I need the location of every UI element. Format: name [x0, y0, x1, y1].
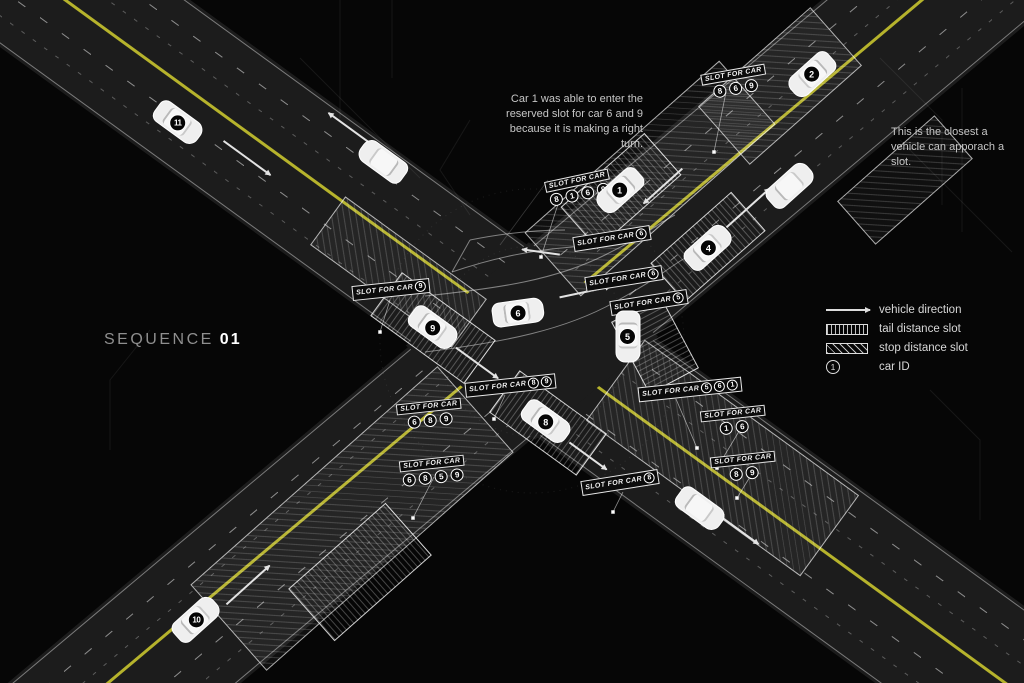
- car-id-chip: 9: [439, 411, 454, 426]
- car-id-chip: 9: [745, 465, 760, 480]
- car-id-chip: 9: [743, 78, 760, 94]
- tail-hatch-icon: [826, 323, 868, 335]
- legend-row-stop-distance: stop distance slot: [826, 341, 968, 355]
- car-id-chip: 8: [423, 413, 438, 428]
- car-id-chip: 9: [414, 280, 427, 293]
- car-5: 5: [615, 310, 641, 362]
- car-id-chip: 6: [735, 419, 750, 434]
- legend-label: car ID: [879, 361, 910, 373]
- car-id-chip: 1: [719, 421, 734, 436]
- car-id-chip: 8: [643, 471, 656, 485]
- slot-label-text: SLOT FOR CAR: [468, 380, 527, 394]
- direction-arrow-icon: [826, 306, 871, 314]
- car-id-chip: 8: [548, 191, 565, 208]
- car-id-chip: 5: [700, 381, 713, 394]
- sequence-number: 01: [219, 331, 242, 348]
- stop-hatch-icon: [826, 342, 868, 354]
- legend-label: tail distance slot: [879, 323, 961, 335]
- car-id-chip: 6: [728, 80, 744, 96]
- car-id-chip: 6: [402, 472, 417, 488]
- slot-label-text: SLOT FOR CAR: [641, 385, 700, 399]
- slot-label-text: SLOT FOR CAR: [355, 283, 414, 297]
- car-id-chip: 6: [407, 414, 422, 430]
- car-id-chip: 8: [729, 467, 744, 482]
- legend-row-car-id: 1 car ID: [826, 360, 968, 374]
- car-id-chip: 5: [672, 291, 685, 305]
- car-id-chip: 8: [527, 377, 540, 390]
- car-id-icon: 1: [826, 360, 840, 374]
- legend-label: stop distance slot: [879, 342, 968, 354]
- car-id-chip: 8: [712, 83, 728, 99]
- car-id-badge: 10: [187, 610, 205, 628]
- legend-label: vehicle direction: [879, 304, 962, 316]
- sequence-label: SEQUENCE: [104, 331, 214, 348]
- car-id-chip: 9: [540, 375, 553, 388]
- car-id-chip: 6: [647, 267, 660, 281]
- annotation-closest-approach: This is the closest a vehicle can appora…: [891, 126, 1005, 168]
- car-id-chip: 1: [726, 378, 739, 392]
- car-id-chip: 6: [713, 380, 726, 393]
- car-id-chip: 1: [564, 188, 580, 204]
- annotation-car1-right-turn: Car 1 was able to enter the reserved slo…: [506, 93, 643, 150]
- legend-row-vehicle-direction: vehicle direction: [826, 303, 968, 317]
- legend-row-tail-distance: tail distance slot: [826, 322, 968, 336]
- sequence-title: SEQUENCE 01: [104, 331, 242, 349]
- car-id-chip: 9: [450, 467, 465, 483]
- car-id-badge: 4: [699, 238, 717, 256]
- car-id-chip: 5: [434, 469, 449, 484]
- legend: vehicle direction tail distance slot sto…: [826, 303, 968, 374]
- car-id-chip: 6: [635, 227, 648, 241]
- car-id-badge: 6: [509, 303, 527, 321]
- car-id-chip: 8: [418, 471, 433, 486]
- car-id-badge: 5: [619, 327, 637, 345]
